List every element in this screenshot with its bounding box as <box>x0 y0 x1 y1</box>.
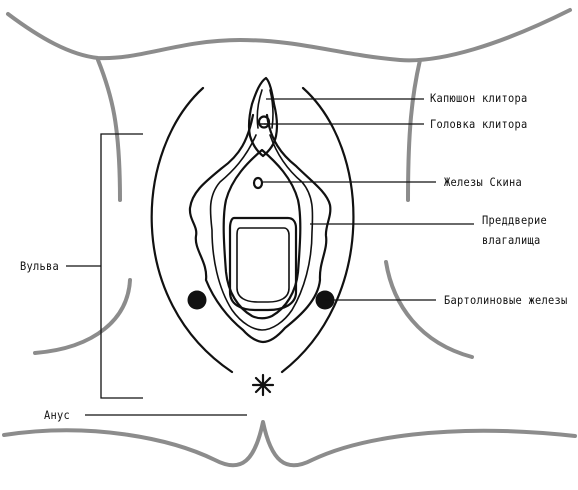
label-bartholin-glands: Бартолиновые железы <box>444 293 568 307</box>
buttocks-contour <box>2 420 577 468</box>
body-contours <box>2 8 577 468</box>
bartholin-gland-left <box>187 290 207 310</box>
label-skene-glands: Железы Скина <box>444 175 523 189</box>
right-lower-contour <box>384 260 474 359</box>
labia-minora-inner <box>209 134 314 331</box>
labia-minora-outer <box>188 113 332 344</box>
leader-lines <box>66 98 474 416</box>
label-glans-clitoris: Головка клитора <box>430 117 528 131</box>
labia-majora-left <box>150 86 234 374</box>
vaginal-opening-inner <box>236 227 290 303</box>
top-contour <box>6 8 572 63</box>
urethral-opening <box>252 176 264 190</box>
vaginal-opening-outer <box>228 216 298 312</box>
right-thigh-contour <box>406 58 422 202</box>
label-anus: Анус <box>44 408 71 422</box>
anus-mark <box>251 373 275 397</box>
label-vulva: Вульва <box>20 259 60 273</box>
vestibule-outline <box>222 148 302 320</box>
left-lower-contour <box>33 278 132 355</box>
label-clitoral-hood: Капюшон клитора <box>430 91 528 105</box>
vulva-bracket <box>66 133 143 399</box>
label-vestibule-line1: Преддверие <box>482 213 548 227</box>
clitoral-hood <box>247 76 279 158</box>
label-vestibule-line2: влагалища <box>482 233 541 247</box>
labia-majora-right <box>280 86 355 374</box>
left-thigh-contour <box>96 58 122 202</box>
glans-clitoris <box>257 115 271 129</box>
